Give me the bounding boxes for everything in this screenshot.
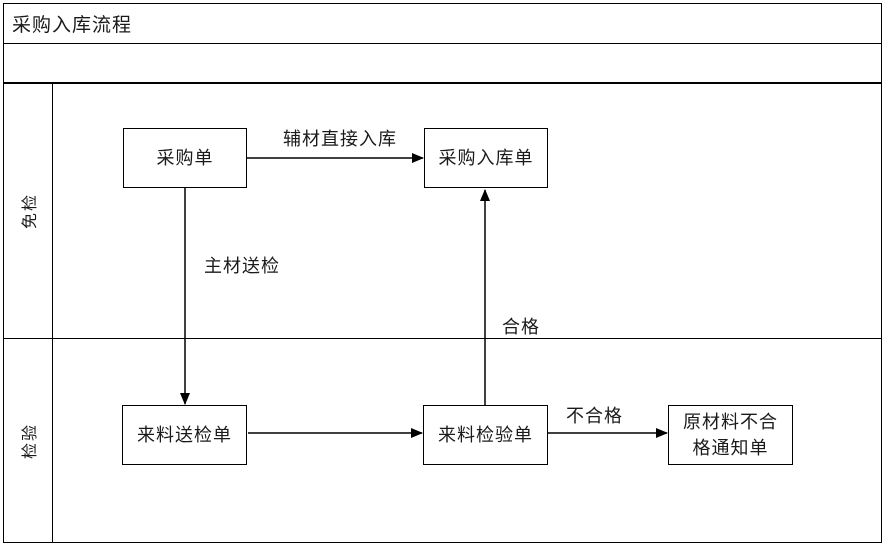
node-incoming-submission: 来料送检单: [122, 405, 247, 465]
lane-inspection-label: 检验: [22, 422, 39, 459]
edge-label-main-inspect: 主材送检: [204, 256, 280, 276]
node-purchase-receipt: 采购入库单: [424, 128, 548, 188]
edge-label-qualified: 合格: [502, 317, 540, 337]
flowchart-frame: 采购入库流程 免检 检验: [3, 3, 882, 543]
page-title: 采购入库流程: [12, 15, 133, 36]
lane-exempt-inspection-label: 免检: [22, 192, 39, 230]
node-incoming-inspection: 来料检验单: [423, 405, 548, 465]
lane-inspection: 检验: [4, 339, 881, 543]
lane-exempt-inspection-label-cell: 免检: [4, 84, 53, 338]
lane-exempt-inspection: 免检: [4, 84, 881, 339]
title-row: 采购入库流程: [4, 4, 881, 44]
node-nonconformity-notice: 原材料不合格通知单: [668, 405, 793, 465]
header-spacer-row: [4, 44, 881, 84]
node-incoming-inspection-label: 来料检验单: [438, 425, 533, 445]
edge-label-aux-direct: 辅材直接入库: [283, 129, 397, 149]
edge-label-unqualified: 不合格: [566, 406, 623, 426]
node-purchase-receipt-label: 采购入库单: [438, 148, 534, 168]
node-purchase-order-label: 采购单: [156, 148, 214, 168]
node-purchase-order: 采购单: [123, 128, 247, 188]
node-incoming-submission-label: 来料送检单: [137, 425, 232, 445]
node-nonconformity-notice-label: 原材料不合格通知单: [683, 412, 778, 458]
lane-inspection-label-cell: 检验: [4, 339, 53, 543]
